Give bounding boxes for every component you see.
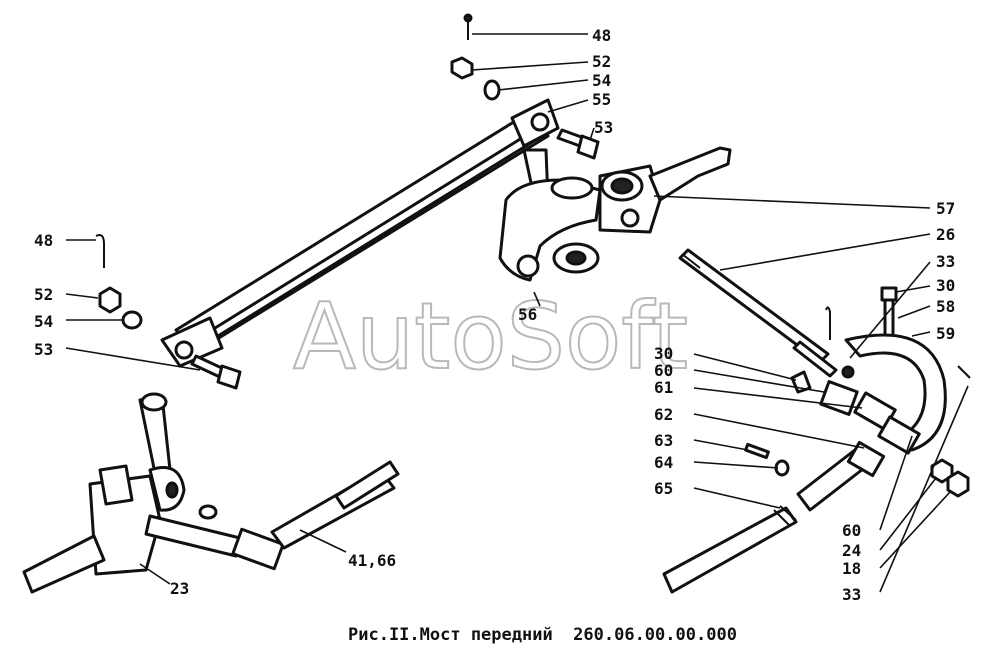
callout-label: 48 — [34, 231, 53, 250]
callout-label: 33 — [936, 252, 955, 271]
bolt-left — [190, 354, 242, 390]
grease-fitting — [841, 365, 855, 379]
pin-right — [825, 306, 831, 340]
nut-top — [450, 56, 474, 80]
bolt-top — [556, 128, 600, 160]
callout-label: 60 — [842, 521, 861, 540]
bolt-63 — [744, 442, 790, 477]
cotter-pin-left — [95, 234, 105, 268]
figure-caption: Рис.II.Мост передний 260.06.00.00.000 — [348, 625, 737, 645]
callout-label: 59 — [936, 324, 955, 343]
callout-label: 56 — [518, 305, 537, 324]
universal-joint — [796, 333, 947, 512]
callout-label: 33 — [842, 585, 861, 604]
leader-lines — [65, 33, 969, 593]
callout-label: 62 — [654, 405, 673, 424]
tie-rod — [160, 98, 560, 368]
callout-label: 54 — [592, 71, 611, 90]
right-nuts — [930, 365, 971, 498]
callout-label: 54 — [34, 312, 53, 331]
callout-labels: 48 52 54 55 53 57 26 33 30 58 59 48 52 5… — [34, 26, 955, 604]
callout-label: 57 — [936, 199, 955, 218]
callout-label: 61 — [654, 378, 673, 397]
callout-label: 52 — [592, 52, 611, 71]
callout-label: 52 — [34, 285, 53, 304]
callout-label: 26 — [936, 225, 955, 244]
washer-top — [483, 79, 501, 101]
callout-label: 55 — [592, 90, 611, 109]
lower-shaft — [662, 505, 798, 594]
callout-label: 23 — [170, 579, 189, 598]
bolt-right — [880, 286, 898, 344]
callout-label: 53 — [34, 340, 53, 359]
callout-label: 48 — [592, 26, 611, 45]
callout-label: 65 — [654, 479, 673, 498]
callout-label: 18 — [842, 559, 861, 578]
callout-label: 63 — [654, 431, 673, 450]
steering-shaft — [678, 248, 838, 378]
callout-label: 41,66 — [348, 551, 396, 570]
callout-label: 30 — [936, 276, 955, 295]
callout-label: 30 — [654, 344, 673, 363]
nut-left — [98, 286, 122, 314]
cotter-pin-top — [463, 13, 473, 40]
steering-knuckle-upper — [498, 146, 732, 282]
watermark: AutoSoft — [293, 283, 688, 390]
washer-left — [121, 310, 143, 330]
callout-label: 58 — [936, 297, 955, 316]
callout-label: 60 — [654, 361, 673, 380]
steering-knuckle-lower — [22, 392, 400, 594]
callout-label: 24 — [842, 541, 861, 560]
callout-label: 64 — [654, 453, 673, 472]
callout-label: 53 — [594, 118, 613, 137]
